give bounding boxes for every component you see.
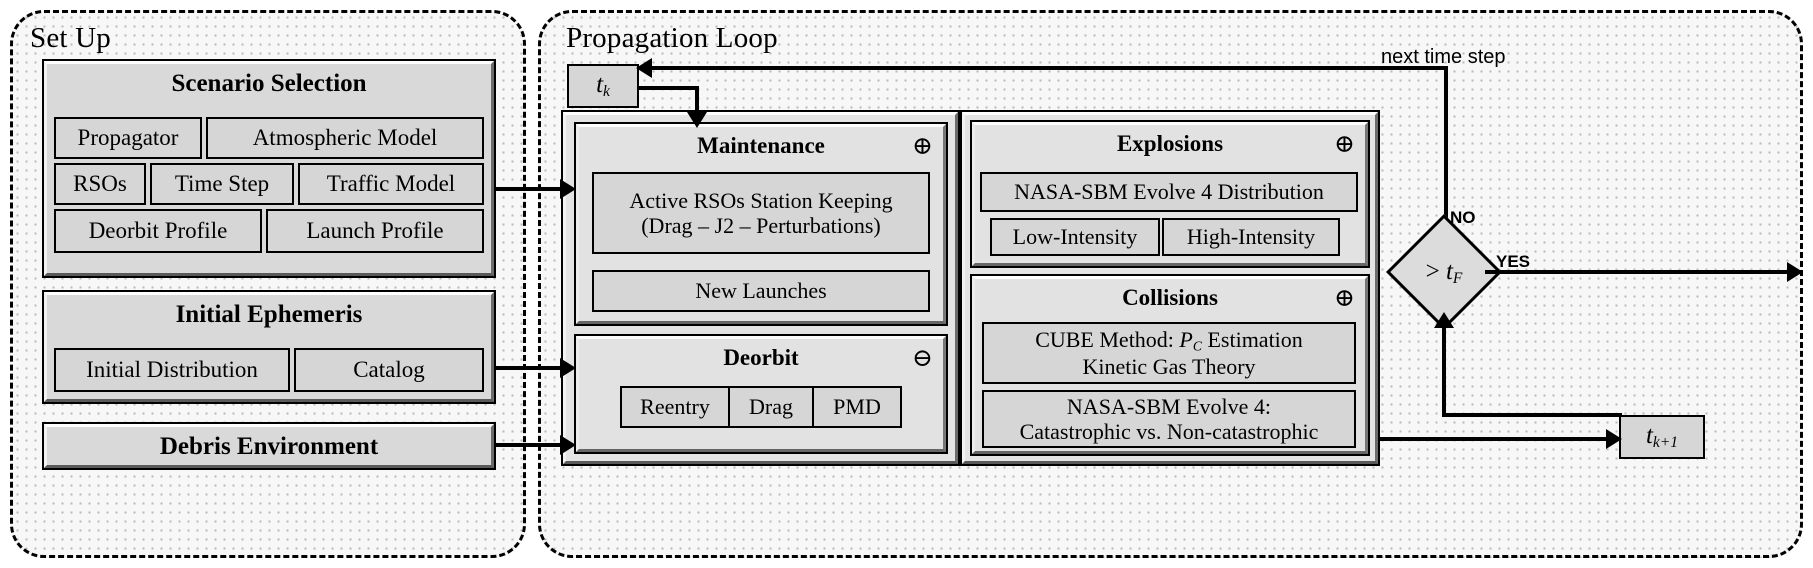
edge-debris-to-loop — [494, 443, 570, 447]
panel-debris-environment: Debris Environment — [42, 422, 496, 470]
item-nasa-sbm-evolve-4-catastrophic[interactable]: NASA-SBM Evolve 4: Catastrophic vs. Non-… — [982, 390, 1356, 448]
item-nasa-sbm-evolve-4-distribution[interactable]: NASA-SBM Evolve 4 Distribution — [980, 172, 1358, 212]
edge-tk1-up-join — [1442, 413, 1622, 417]
minus-circle-icon[interactable]: ⊖ — [912, 345, 933, 372]
edge-tk1-up — [1442, 326, 1446, 415]
edge-collisions-to-tk1-arrow — [1606, 429, 1622, 449]
node-t-k[interactable]: tk — [567, 64, 639, 108]
edge-tk-arrow — [687, 112, 707, 128]
edge-feedback-right-v — [1444, 66, 1448, 271]
panel-deorbit-title-text: Deorbit — [723, 345, 799, 370]
plus-circle-icon[interactable]: ⊕ — [1334, 131, 1355, 158]
item-high-intensity[interactable]: High-Intensity — [1162, 218, 1340, 256]
item-time-step[interactable]: Time Step — [150, 163, 294, 205]
edge-collisions-to-tk1 — [1380, 437, 1608, 441]
label-no: NO — [1450, 208, 1476, 227]
edge-tk-elbow-h — [637, 86, 699, 90]
panel-maintenance-title-text: Maintenance — [697, 133, 825, 158]
edge-yes-out-arrow — [1787, 262, 1803, 282]
panel-initial-ephemeris-title: Initial Ephemeris — [175, 301, 363, 328]
label-yes: YES — [1496, 252, 1531, 271]
plus-circle-icon[interactable]: ⊕ — [1334, 285, 1355, 312]
node-t-k-label: tk — [596, 71, 610, 100]
edge-tk1-up-arrow — [1434, 312, 1454, 328]
item-drag[interactable]: Drag — [728, 386, 814, 428]
panel-scenario-selection-title: Scenario Selection — [171, 70, 367, 97]
edge-feedback-top — [648, 66, 1448, 70]
edge-yes-out — [1485, 270, 1790, 274]
decision-diamond-label: > tF — [1425, 258, 1463, 287]
item-deorbit-profile[interactable]: Deorbit Profile — [54, 209, 262, 253]
edge-feedback-arrow — [636, 58, 652, 78]
panel-explosions-title-text: Explosions — [1116, 131, 1224, 156]
panel-explosions-title: Explosions ⊕ — [975, 131, 1365, 158]
item-reentry[interactable]: Reentry — [620, 386, 730, 428]
item-rsos[interactable]: RSOs — [54, 163, 146, 205]
plus-circle-icon[interactable]: ⊕ — [912, 133, 933, 160]
item-low-intensity[interactable]: Low-Intensity — [990, 218, 1160, 256]
item-catalog[interactable]: Catalog — [294, 348, 484, 392]
edge-scenario-to-loop — [494, 187, 570, 191]
panel-debris-environment-title: Debris Environment — [159, 433, 379, 460]
panel-deorbit-title: Deorbit ⊖ — [579, 345, 943, 372]
panel-collisions-title: Collisions ⊕ — [975, 285, 1365, 312]
item-propagator[interactable]: Propagator — [54, 117, 202, 159]
node-t-k-plus-1[interactable]: tk+1 — [1619, 415, 1705, 459]
edge-debris-to-loop-arrow — [560, 435, 576, 455]
edge-ephemeris-to-loop — [494, 366, 570, 370]
item-active-rsos-station-keeping[interactable]: Active RSOs Station Keeping (Drag – J2 –… — [592, 172, 930, 254]
edge-tk-elbow-v — [695, 86, 699, 116]
panel-maintenance-title: Maintenance ⊕ — [579, 133, 943, 160]
item-pmd[interactable]: PMD — [812, 386, 902, 428]
propagation-loop-region-title: Propagation Loop — [566, 22, 778, 54]
node-t-k-plus-1-label: tk+1 — [1645, 422, 1679, 451]
panel-collisions-title-text: Collisions — [1122, 285, 1218, 310]
item-launch-profile[interactable]: Launch Profile — [266, 209, 484, 253]
setup-region-title: Set Up — [30, 22, 111, 54]
edge-ephemeris-to-loop-arrow — [560, 358, 576, 378]
item-initial-distribution[interactable]: Initial Distribution — [54, 348, 290, 392]
item-new-launches[interactable]: New Launches — [592, 270, 930, 312]
item-atmospheric-model[interactable]: Atmospheric Model — [206, 117, 484, 159]
item-traffic-model[interactable]: Traffic Model — [298, 163, 484, 205]
edge-scenario-to-loop-arrow — [560, 179, 576, 199]
label-next-time-step: next time step — [1381, 46, 1506, 68]
